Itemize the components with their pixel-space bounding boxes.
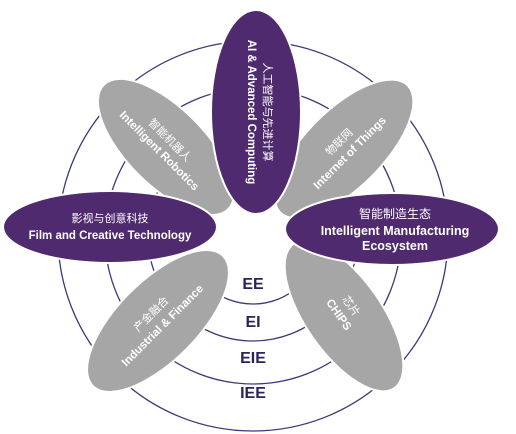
petal-iot (273, 78, 415, 220)
petals-purple (2, 9, 500, 266)
ring-label-ei: EI (245, 314, 260, 331)
petals-gray (86, 77, 415, 393)
petal-finance (86, 249, 230, 393)
petal-robotics (96, 77, 236, 217)
ring-label-ee: EE (242, 276, 264, 293)
petal-manufacturing-label: 智能制造生态 Intelligent Manufacturing Ecosyst… (321, 206, 470, 253)
petal-manufacturing-cn: 智能制造生态 (359, 206, 431, 221)
petal-ai-label: 人工智能与先进计算 AI & Advanced Computing (245, 40, 275, 185)
petal-film-en: Film and Creative Technology (29, 230, 192, 242)
petal-film-label: 影视与创意科技 Film and Creative Technology (29, 211, 192, 242)
petal-ai-en: AI & Advanced Computing (245, 40, 257, 185)
petal-film (2, 190, 218, 264)
petal-ai (210, 9, 302, 215)
petal-manufacturing-en2: Ecosystem (362, 239, 428, 253)
ring-labels: EE EI EIE IEE (240, 276, 266, 402)
petal-ai-cn: 人工智能与先进计算 (261, 63, 275, 162)
ring-label-iee: IEE (240, 385, 266, 402)
petal-film-cn: 影视与创意科技 (72, 211, 149, 225)
petal-manufacturing-en1: Intelligent Manufacturing (321, 224, 470, 238)
ring-label-eie: EIE (240, 350, 266, 367)
petal-manufacturing (284, 192, 500, 266)
